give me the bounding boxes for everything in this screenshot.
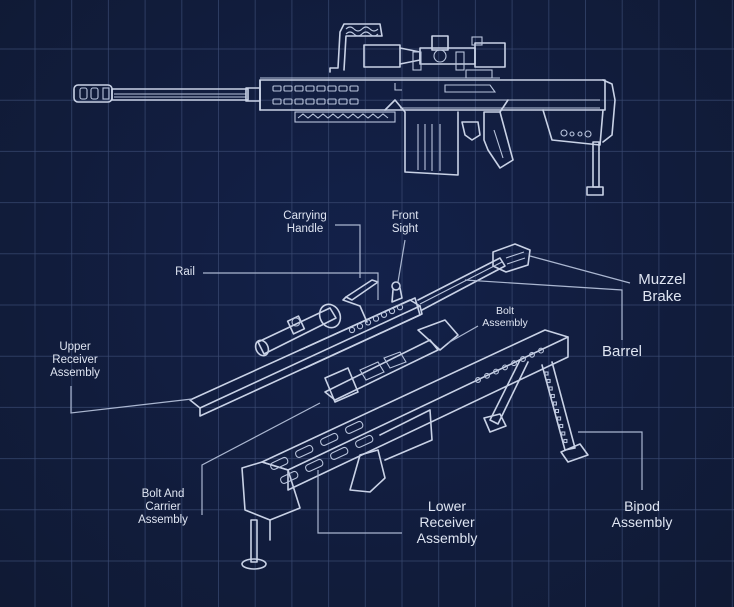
vent-slot [305, 85, 315, 92]
leader-front-sight [397, 239, 406, 283]
vent-slot [316, 85, 326, 92]
leader-bipod [578, 431, 643, 490]
bolt-assembly-iso [324, 319, 459, 403]
vent-slot [338, 85, 348, 92]
lower-slot [280, 470, 299, 484]
label-bolt-assembly: Bolt Assembly [482, 305, 528, 330]
handguard-vents [272, 85, 359, 105]
lower-hole [493, 368, 499, 375]
leader-bolt-assembly [447, 325, 479, 344]
label-front-sight: Front Sight [391, 210, 419, 236]
bipod-notch [552, 401, 557, 406]
lower-grip-iso [349, 449, 386, 493]
vent-slot [349, 85, 359, 92]
bipod-notch [546, 378, 551, 384]
lower-slot [320, 432, 339, 446]
scope-side [363, 35, 506, 79]
vent-slot [294, 85, 304, 92]
lower-slot [345, 420, 364, 434]
barrel-side [111, 87, 261, 102]
receiver-hole [364, 319, 372, 326]
vent-slot [283, 85, 293, 92]
bipod-leg-detail [544, 371, 568, 444]
muzzle-brake-side [73, 84, 113, 103]
lower-hole [502, 364, 508, 371]
label-upper-receiver-assembly: Upper Receiver Assembly [50, 341, 100, 380]
vent-slot [338, 98, 348, 105]
muzzle-brake-iso [492, 243, 531, 273]
front-sight-iso [391, 281, 403, 303]
vent-slot [349, 98, 359, 105]
assembled-rifle-side-view [73, 23, 616, 196]
label-bolt-and-carrier-assembly: Bolt And Carrier Assembly [138, 488, 188, 527]
receiver-hole [380, 311, 388, 318]
pistol-grip-side [461, 99, 514, 169]
lower-receiver-slots [270, 347, 544, 484]
receiver-hole [348, 326, 356, 334]
bipod-iso [483, 359, 589, 463]
label-muzzle-brake: Muzzel Brake [638, 271, 686, 306]
rear-monopod-iso [241, 519, 267, 570]
leader-lower-receiver [317, 470, 402, 534]
vent-slot [305, 98, 315, 105]
leader-rail [203, 272, 379, 300]
vent-slot [294, 98, 304, 105]
upper-receiver-holes [348, 304, 404, 334]
lower-slot [330, 446, 349, 460]
bipod-notch [550, 393, 555, 399]
label-carrying-handle: Carrying Handle [283, 210, 327, 236]
bipod-notch [561, 431, 566, 436]
lower-hole [520, 356, 526, 362]
leader-upper-receiver [70, 386, 193, 414]
receiver-hole [356, 323, 364, 330]
upper-receiver-iso [189, 297, 423, 417]
lower-hole [475, 377, 481, 383]
lower-hole [484, 372, 490, 379]
label-bipod-assembly: Bipod Assembly [611, 498, 673, 531]
exploded-rifle-view [189, 243, 589, 570]
receiver-hole [388, 307, 396, 315]
vent-slot [272, 98, 282, 105]
bolt-handle-side [394, 83, 497, 93]
lower-hole [529, 351, 535, 358]
vent-slot [327, 85, 337, 92]
vent-slot [316, 98, 326, 105]
receiver-hole [396, 304, 404, 311]
lower-hole [538, 347, 544, 354]
bipod-notch [557, 416, 562, 421]
label-rail: Rail [175, 266, 195, 278]
carrying-handle-iso [342, 279, 379, 323]
label-barrel: Barrel [601, 343, 642, 360]
label-lower-receiver-assembly: Lower Receiver Assembly [416, 498, 478, 547]
leader-carrying-handle [335, 224, 361, 278]
bipod-notch [554, 408, 560, 414]
lower-receiver-iso [241, 329, 569, 541]
bipod-notch [563, 438, 568, 444]
upper-receiver-side [259, 77, 606, 123]
leader-lines [70, 224, 643, 534]
receiver-hole [372, 315, 380, 322]
vent-slot [272, 85, 282, 92]
carrying-handle-side [329, 23, 383, 73]
lower-hole [511, 360, 517, 367]
leader-barrel [464, 279, 623, 340]
bipod-notch [548, 386, 553, 391]
magazine-side [384, 99, 459, 176]
lower-slot [295, 444, 314, 458]
stock-side [542, 79, 616, 196]
scope-iso [254, 303, 342, 357]
leader-muzzle-brake [529, 255, 631, 284]
vent-slot [283, 98, 293, 105]
vent-slot [327, 98, 337, 105]
lower-slot [305, 458, 324, 472]
bipod-notch [544, 371, 549, 376]
bipod-notch [559, 423, 564, 429]
lower-slot [270, 456, 289, 470]
leader-bolt-carrier [201, 402, 321, 515]
barrel-iso [417, 257, 506, 311]
lower-slot [355, 434, 374, 448]
